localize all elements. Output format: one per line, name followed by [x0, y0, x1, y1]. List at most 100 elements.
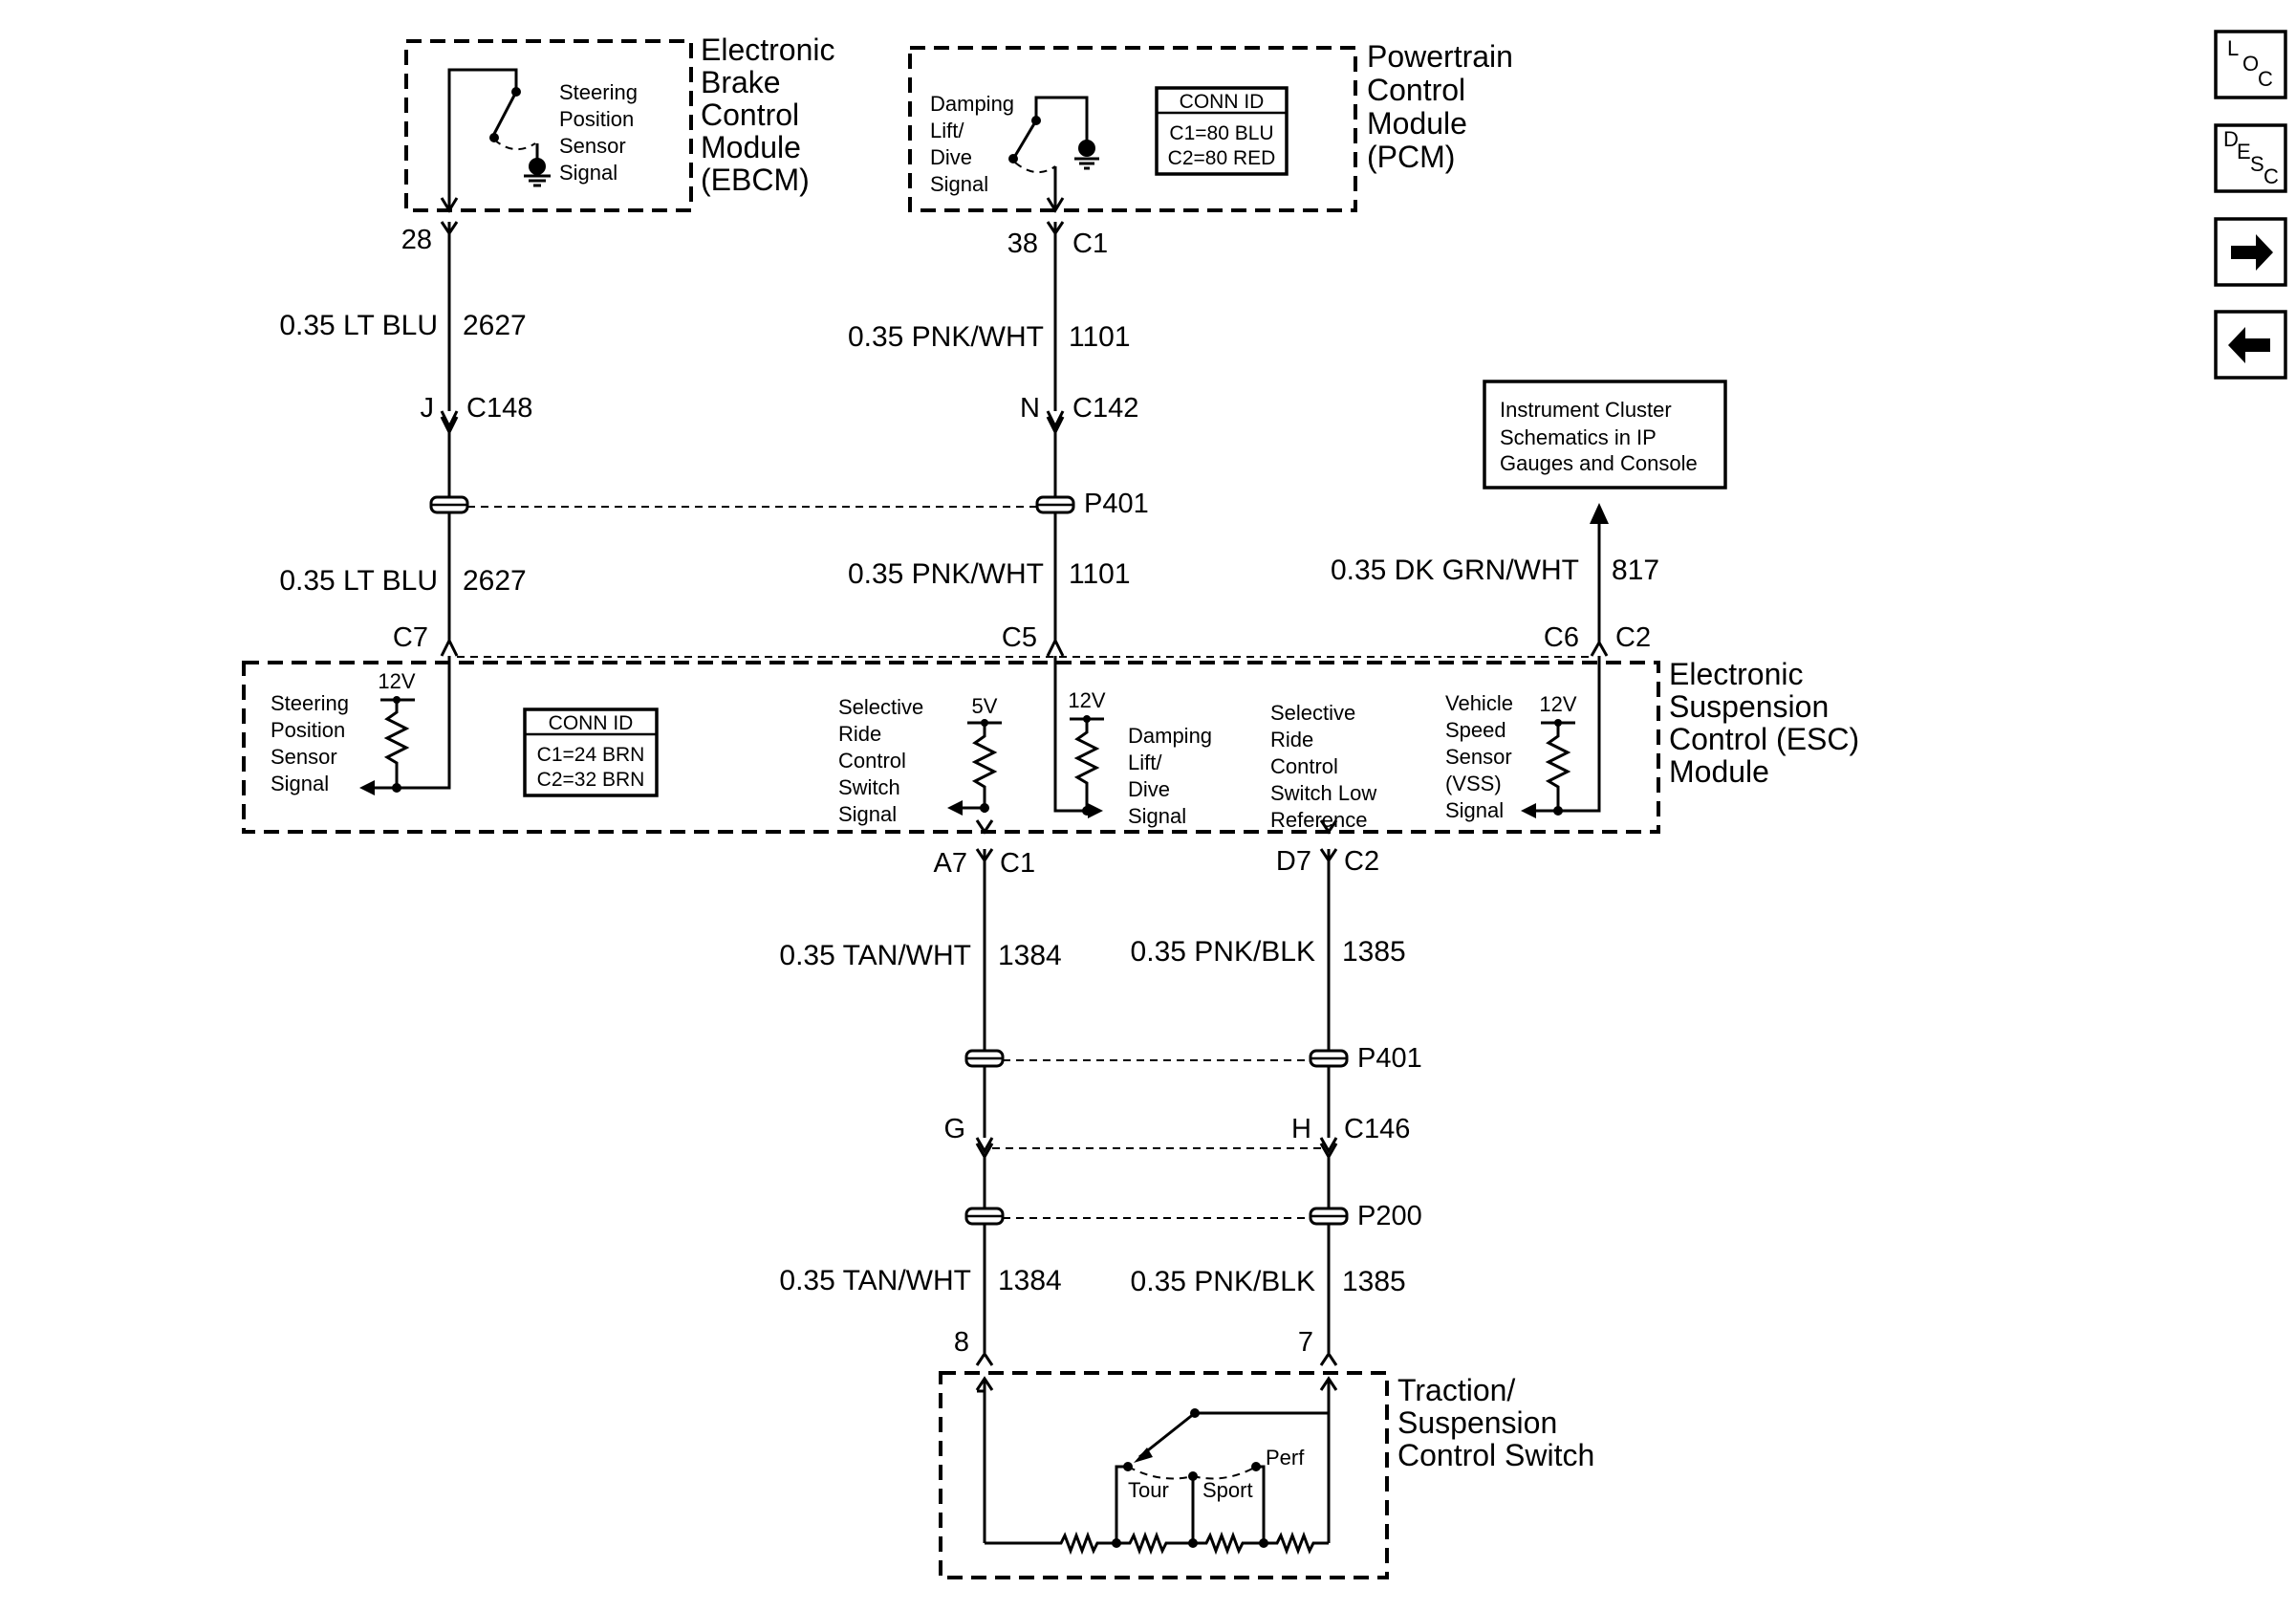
- pcm-title-2: Control: [1367, 73, 1465, 107]
- esc-selective-arrow-icon: [947, 800, 963, 816]
- ebcm-title-1: Electronic: [701, 33, 835, 67]
- switch-pin-8-label: 8: [954, 1327, 969, 1358]
- c146-pin-h-label: H: [1291, 1114, 1311, 1144]
- esc-c5-label: C5: [1002, 622, 1037, 653]
- esc-c2-bottom-label: C2: [1344, 846, 1379, 877]
- wire-1385-upper-circuit: 1385: [1342, 936, 1406, 968]
- esc-selective-5: Signal: [838, 802, 897, 826]
- cluster-reference-box: [1483, 380, 1727, 490]
- esc-box: [242, 661, 1660, 834]
- wire-1101-upper-color: 0.35 PNK/WHT: [848, 321, 1044, 353]
- p401-top-label: P401: [1084, 489, 1149, 519]
- back-button[interactable]: [2214, 310, 2287, 380]
- esc-title-3: Control (ESC): [1669, 722, 1859, 756]
- wire-817-circuit: 817: [1612, 555, 1659, 586]
- pcm-conn-label: C1: [1072, 229, 1108, 259]
- switch-title-3: Control Switch: [1397, 1438, 1594, 1472]
- ebcm-box: [404, 39, 693, 212]
- switch-title-2: Suspension: [1397, 1405, 1557, 1440]
- esc-damping-4: Signal: [1128, 804, 1186, 828]
- esc-vss-wire: [1534, 656, 1601, 813]
- pcm-signal-1: Damping: [930, 92, 1014, 116]
- pcm-switch-blade: [1013, 120, 1038, 157]
- traction-switch: Traction/ Suspension Control Switch Tour…: [939, 1371, 1594, 1579]
- ebcm-title-2: Brake: [701, 65, 781, 99]
- ebcm-signal-3: Sensor: [559, 134, 626, 158]
- loc-letter-3: C: [2258, 67, 2273, 91]
- switch-pin-7-label: 7: [1298, 1327, 1313, 1358]
- ebcm-title-5: (EBCM): [701, 163, 810, 197]
- esc-conn-id-header: CONN ID: [549, 712, 634, 734]
- wire-2627-lower-circuit: 2627: [463, 565, 527, 597]
- esc-steering-1: Steering: [271, 691, 349, 715]
- esc-steering-4: Signal: [271, 772, 329, 795]
- left-arrow-icon: [2228, 327, 2270, 363]
- desc-letter-4: C: [2264, 164, 2279, 188]
- wire-1384-lower-color: 0.35 TAN/WHT: [779, 1265, 971, 1296]
- cluster-reference: Instrument Cluster Schematics in IP Gaug…: [1483, 380, 1727, 524]
- esc-lowref-3: Control: [1270, 754, 1338, 778]
- switch-position-tour: Tour: [1128, 1478, 1169, 1502]
- lower-wiring: [964, 848, 1349, 1366]
- switch-pin-8-icon: [975, 1351, 994, 1366]
- ebcm-signal-1: Steering: [559, 80, 638, 104]
- c142-pin-label: N: [1020, 393, 1040, 424]
- esc-vss-2: Speed: [1445, 718, 1506, 742]
- right-arrow-icon: [2231, 234, 2273, 271]
- c148-male-icon: [440, 410, 459, 430]
- pcm-conn-id-header: CONN ID: [1180, 91, 1265, 113]
- esc-selective-3: Control: [838, 749, 906, 773]
- wire-1385-lower-circuit: 1385: [1342, 1266, 1406, 1297]
- esc-selective-4: Switch: [838, 775, 900, 799]
- wire-817-color: 0.35 DK GRN/WHT: [1331, 555, 1579, 586]
- pcm-conn-id-box: [1155, 86, 1289, 176]
- esc-a7-label: A7: [934, 848, 967, 879]
- esc-damping-2: Lift/: [1128, 751, 1162, 774]
- esc-steering-wire: [373, 656, 451, 790]
- esc-lowref-pin-icon: [1319, 819, 1338, 835]
- up-arrow-icon: [1590, 503, 1609, 524]
- c148-label: C148: [466, 393, 532, 424]
- esc-lowref-5: Reference: [1270, 808, 1368, 832]
- ebcm-ground-node: [529, 158, 546, 175]
- ebcm-switch-contact: [489, 133, 499, 142]
- esc-damping-voltage: 12V: [1068, 688, 1105, 712]
- pcm-module: Powertrain Control Module (PCM) Damping …: [908, 39, 1513, 213]
- c146-label: C146: [1344, 1114, 1410, 1144]
- switch-box: [939, 1371, 1389, 1579]
- switch-resistor-ladder: [985, 1531, 1329, 1556]
- upper-wiring: [429, 221, 1609, 658]
- esc-c7-label: C7: [393, 622, 428, 653]
- pcm-pin-icon: [1046, 221, 1065, 236]
- forward-button[interactable]: [2214, 217, 2287, 287]
- c142-label: C142: [1072, 393, 1138, 424]
- wire-1101-lower-circuit: 1101: [1069, 558, 1131, 590]
- esc-vss-3: Sensor: [1445, 745, 1512, 769]
- switch-pin-7-icon: [1319, 1351, 1338, 1366]
- esc-title-2: Suspension: [1669, 689, 1829, 724]
- esc-c2-top-label: C2: [1615, 622, 1651, 653]
- esc-c6-label: C6: [1544, 622, 1579, 653]
- esc-conn-id-box: [523, 708, 659, 797]
- esc-c6-icon: [1590, 639, 1609, 657]
- wire-1384-upper-color: 0.35 TAN/WHT: [779, 940, 971, 971]
- description-button[interactable]: D E S C: [2214, 123, 2287, 193]
- esc-conn-id-c1: C1=24 BRN: [537, 744, 645, 766]
- esc-d7-label: D7: [1276, 846, 1311, 877]
- pcm-arrow-icon: [1046, 197, 1065, 213]
- location-button[interactable]: L O C: [2214, 30, 2287, 99]
- esc-steering-arrow-icon: [359, 780, 375, 795]
- nav-buttons: L O C D E S C: [2214, 30, 2287, 380]
- esc-damping-1: Damping: [1128, 724, 1212, 748]
- esc-title-1: Electronic: [1669, 657, 1804, 691]
- esc-vss-4: (VSS): [1445, 772, 1502, 795]
- loc-letter-1: L: [2227, 36, 2239, 60]
- p401-bottom-label: P401: [1357, 1043, 1422, 1074]
- esc-c1-bottom-label: C1: [1000, 848, 1035, 879]
- desc-letter-3: S: [2250, 152, 2264, 176]
- pcm-signal-2: Lift/: [930, 119, 964, 142]
- esc-steering-pullup-resistor: [383, 700, 410, 786]
- pcm-conn-id-c1: C1=80 BLU: [1169, 122, 1273, 144]
- c146-male-right-icon: [1319, 1137, 1338, 1155]
